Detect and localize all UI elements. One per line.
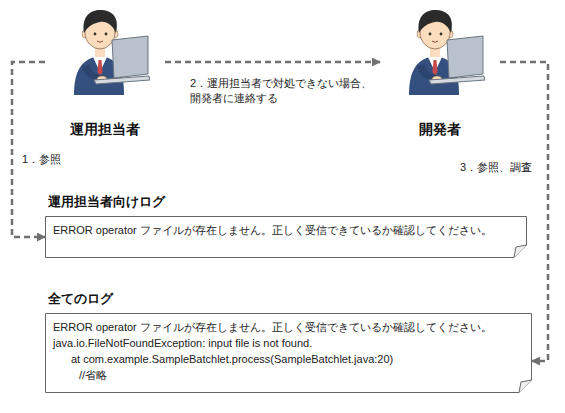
log-line: at com.example.SampleBatchlet.process(Sa…	[53, 351, 516, 367]
step-label: 2．運用担当者で対処できない場合、開発者に連絡する	[190, 76, 378, 106]
log-heading: 運用担当者向けログ	[45, 193, 527, 211]
role-label: 運用担当者	[45, 121, 165, 139]
log-box: ERROR operator ファイルが存在しません。正しく受信できているか確認…	[45, 216, 527, 258]
log-panel: 運用担当者向けログ ERROR operator ファイルが存在しません。正しく受…	[45, 193, 527, 258]
log-heading: 全てのログ	[45, 290, 532, 308]
log-box-border	[46, 217, 527, 258]
log-line: ERROR operator ファイルが存在しません。正しく受信できているか確認…	[53, 222, 511, 238]
folded-corner	[514, 245, 527, 258]
person-icon	[60, 0, 150, 95]
step-label: 3．参照、調査	[460, 160, 542, 175]
person-node: 運用担当者	[45, 0, 165, 139]
log-panel: 全てのログ ERROR operator ファイルが存在しません。正しく受信できて…	[45, 290, 532, 393]
step-label: 1．参照	[22, 152, 82, 167]
folded-corner	[519, 380, 532, 393]
dashed-arrow	[12, 62, 45, 237]
person-icon	[395, 0, 485, 95]
dashed-arrow	[165, 61, 380, 64]
person-figure	[409, 10, 485, 95]
person-node: 開発者	[380, 0, 500, 139]
log-line: ERROR operator ファイルが存在しません。正しく受信できているか確認…	[53, 319, 516, 335]
log-line: //省略	[53, 367, 516, 383]
role-label: 開発者	[380, 121, 500, 139]
log-line: java.io.FileNotFoundException: input fil…	[53, 335, 516, 351]
log-box: ERROR operator ファイルが存在しません。正しく受信できているか確認…	[45, 313, 532, 393]
person-figure	[74, 10, 150, 95]
log-box-outline	[45, 216, 527, 258]
log-box-border	[46, 314, 532, 393]
